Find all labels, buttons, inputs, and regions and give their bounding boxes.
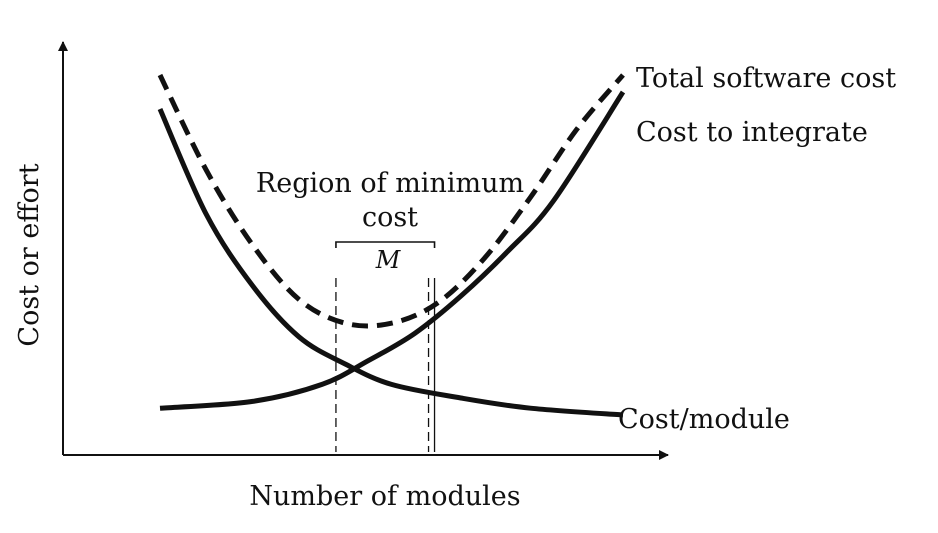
x-axis-label: Number of modules (249, 481, 520, 512)
series-label-cost-per-module: Cost/module (618, 404, 790, 435)
annotation-m-marker: M (375, 246, 402, 274)
series-line-total-software-cost (157, 73, 625, 329)
labels-layer: Number of modules Cost or effort Total s… (14, 63, 896, 512)
series-label-cost-to-integrate: Cost to integrate (636, 117, 868, 148)
y-axis-label: Cost or effort (14, 163, 45, 346)
series-layer (157, 73, 626, 418)
region-bracket (335, 241, 436, 248)
series-line-cost-to-integrate (159, 90, 626, 411)
series-line-cost-module (157, 107, 624, 418)
annotation-region-line2: cost (362, 202, 418, 233)
axes-layer (58, 41, 669, 460)
annotation-region-line1: Region of minimum (256, 168, 524, 199)
series-label-total-software-cost: Total software cost (636, 63, 896, 94)
